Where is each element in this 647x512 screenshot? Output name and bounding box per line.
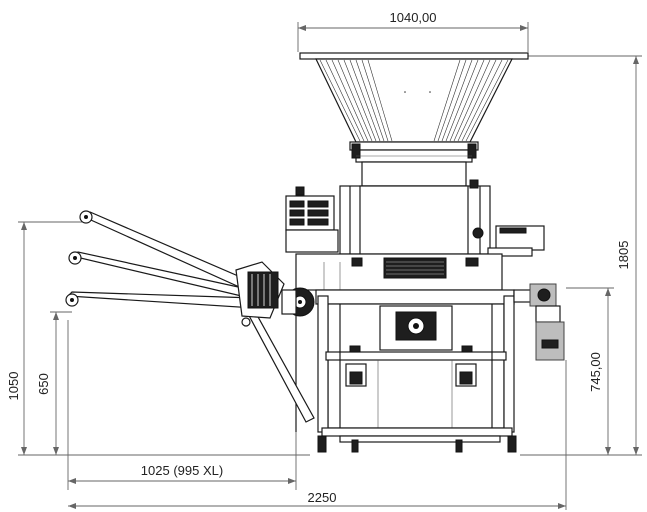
upper-body [285,161,545,257]
lower-frame [295,289,517,453]
dimension-labels: 1040,00 1805 745,00 1050 650 1025 (995 X… [6,10,631,505]
total-width-label: 2250 [308,490,337,505]
outlet-height-label: 745,00 [588,352,603,392]
middle-section [295,253,503,291]
arm-reach-label: 1025 (995 XL) [141,463,223,478]
dimension-lines [18,22,642,510]
right-gear-motor [513,283,565,361]
hopper [299,52,529,163]
roller-head [235,261,315,327]
total-height-label: 1805 [616,241,631,270]
arm-low-height-label: 650 [36,373,51,395]
support-arms [65,210,315,423]
hopper-width-label: 1040,00 [390,10,437,25]
arm-height-label: 1050 [6,372,21,401]
